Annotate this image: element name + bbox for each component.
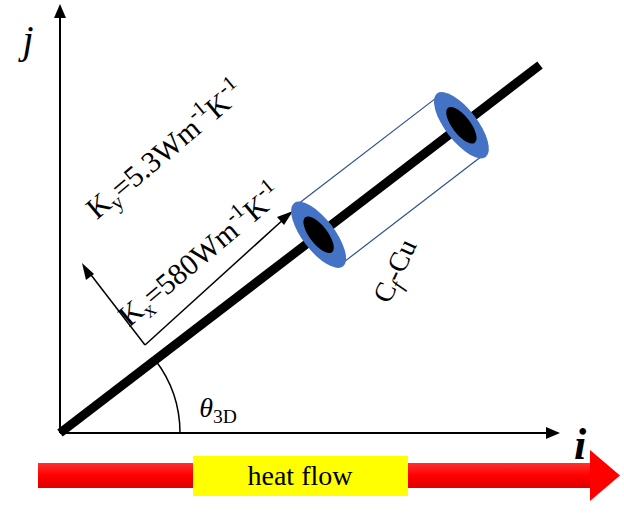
i-axis-head — [546, 427, 560, 439]
label-text: i — [574, 420, 586, 469]
j-axis — [59, 14, 61, 433]
material-label: Cf-Cu — [368, 235, 425, 309]
label-text: =5.3Wm — [104, 110, 206, 203]
label-text: =580Wm — [136, 213, 244, 311]
node-text: heat flow — [248, 462, 353, 490]
angle-label: θ3D — [199, 394, 237, 426]
label-text: θ — [199, 392, 213, 423]
label-text: j — [22, 17, 33, 62]
heat-flow-arrowhead — [590, 450, 620, 501]
label-text: -Cu — [377, 234, 423, 285]
heat-flow-box: heat flow — [193, 456, 408, 496]
kx-arrowhead — [277, 211, 293, 225]
ky-arrowhead — [82, 263, 94, 280]
j-axis-head — [54, 4, 66, 18]
carbon-fiber — [60, 65, 540, 433]
axis-label: j — [22, 20, 33, 60]
i-axis — [60, 432, 548, 434]
axis-label: i — [574, 423, 586, 467]
angle-arc — [155, 360, 180, 433]
conductivity-label: Kx=580Wm-1K-1 — [110, 175, 291, 336]
label-text: 3D — [213, 406, 237, 427]
